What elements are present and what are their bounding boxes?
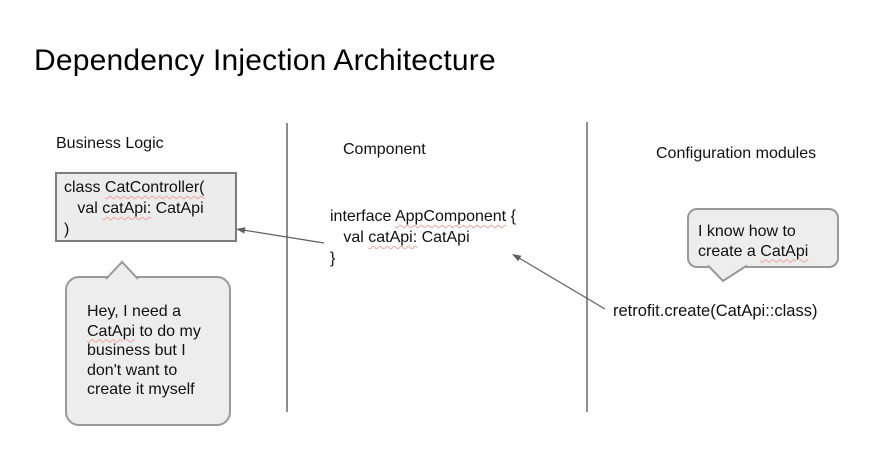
bubble-line: business but I [87,341,223,361]
code-text: val [330,229,369,246]
bubble-line: I know how to [698,222,831,242]
bubble-text: Hey, I need a [87,303,181,320]
bubble-text: create it myself [87,381,195,398]
code-text: CatApi [417,229,470,246]
bubble-line: create a CatApi [698,242,831,262]
business-logic-label: Business Logic [56,135,164,152]
code-line: val catApi: CatApi [64,198,235,219]
column-divider-left [286,123,288,412]
retrofit-create-code: retrofit.create(CatApi::class) [613,302,818,320]
code-text: val [64,200,103,217]
code-line: class CatController( [64,177,235,198]
configuration-modules-label: Configuration modules [656,145,817,162]
code-text: { [506,208,516,225]
column-divider-right [586,122,588,412]
code-text: ) [64,221,70,238]
business-speech-bubble: Hey, I need a CatApi to do my business b… [65,276,231,426]
bubble-line: CatApi to do my [87,322,223,342]
code-line: } [330,248,516,269]
code-line: val catApi: CatApi [330,227,516,248]
cat-controller-code-box: class CatController( val catApi: CatApi … [55,172,237,242]
bubble-line: create it myself [87,380,223,400]
bubble-text: to do my [135,322,201,340]
arrow-retrofit-to-component [512,254,606,310]
bubble-text: business but I [87,342,186,359]
code-text: CatApi [151,200,204,217]
misspelled-word: catApi: [102,200,152,217]
code-line: interface AppComponent { [330,206,516,227]
bubble-line: Hey, I need a [87,302,223,322]
config-speech-bubble: I know how to create a CatApi [687,208,839,268]
misspelled-word: catApi: [368,229,418,246]
misspelled-word: AppComponent [394,208,507,225]
bubble-text: I know how to [698,223,796,240]
bubble-line: don't want to [87,361,223,381]
code-line: ) [64,219,235,240]
app-component-code: interface AppComponent { val catApi: Cat… [330,206,516,269]
slide-title: Dependency Injection Architecture [34,44,496,77]
misspelled-word: CatApi [760,242,809,260]
component-label: Component [343,141,426,158]
code-text: class [64,179,105,196]
code-text: interface [330,208,395,225]
bubble-text: create a [698,242,761,260]
misspelled-word: CatController( [104,179,205,196]
code-text: } [330,250,336,267]
misspelled-word: CatApi [87,322,136,340]
arrow-component-to-controller [236,227,325,244]
bubble-text: don't want to [87,361,178,379]
